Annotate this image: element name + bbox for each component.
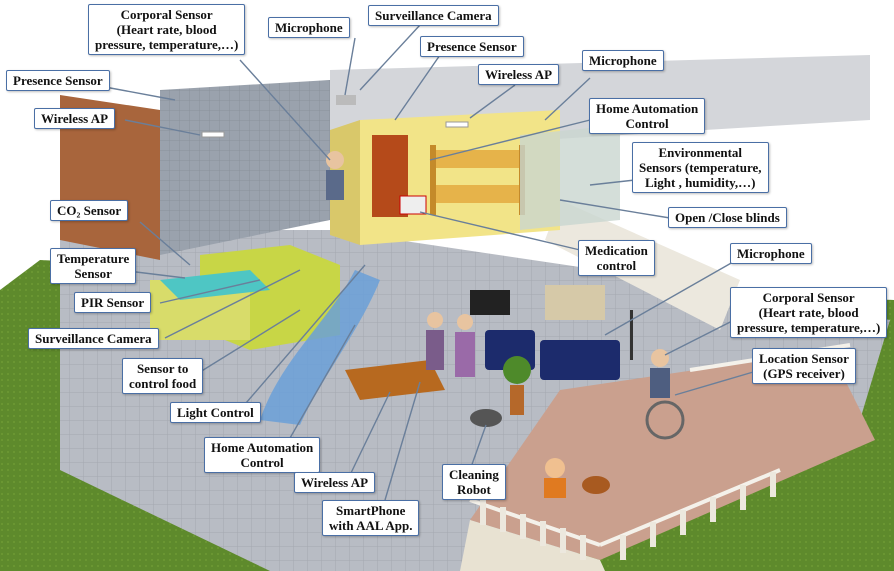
kitchen-worktop bbox=[160, 270, 270, 300]
environmental-sensors-callout: Environmental Sensors (temperature, Ligh… bbox=[632, 142, 769, 193]
callout-text: Presence Sensor bbox=[13, 73, 103, 88]
callout-line: Cleaning bbox=[449, 467, 499, 482]
lamp bbox=[630, 310, 633, 360]
dining-table bbox=[345, 360, 445, 400]
location-sensor-callout: Location Sensor (GPS receiver) bbox=[752, 348, 856, 384]
plant-pot bbox=[510, 385, 524, 415]
callout-line: Home Automation bbox=[596, 101, 699, 116]
bunk-bed bbox=[430, 145, 525, 215]
microphone-callout-top: Microphone bbox=[268, 17, 350, 38]
callout-line: Location Sensor bbox=[759, 351, 849, 366]
fireplace bbox=[545, 285, 605, 320]
temperature-sensor-callout: Temperature Sensor bbox=[50, 248, 137, 284]
callout-text: Wireless AP bbox=[41, 111, 109, 126]
callout-line: control food bbox=[129, 376, 197, 391]
bedroom-side-wall bbox=[330, 120, 360, 245]
callout-line: Environmental bbox=[658, 145, 743, 160]
callout-line: (Heart rate, blood bbox=[116, 22, 217, 37]
callout-line: Light , humidity,…) bbox=[644, 175, 756, 190]
open-close-blinds-callout: Open /Close blinds bbox=[668, 207, 787, 228]
callout-line: Home Automation bbox=[211, 440, 314, 455]
callout-line: Control bbox=[240, 455, 284, 470]
smartphone-callout: SmartPhone with AAL App. bbox=[322, 500, 420, 536]
ap-device-left bbox=[201, 131, 225, 138]
terrace-balusters bbox=[480, 472, 776, 560]
surveillance-camera-callout-top: Surveillance Camera bbox=[368, 5, 499, 26]
callout-line: Corporal Sensor bbox=[120, 7, 213, 22]
callout-line: Sensors (temperature, bbox=[639, 160, 762, 175]
callout-text: Microphone bbox=[737, 246, 805, 261]
wireless-ap-callout-top: Wireless AP bbox=[478, 64, 560, 85]
pir-sensor-callout: PIR Sensor bbox=[74, 292, 152, 313]
callout-text: Presence Sensor bbox=[427, 39, 517, 54]
callout-line: pressure, temperature,…) bbox=[737, 320, 881, 335]
callout-line: pressure, temperature,…) bbox=[95, 37, 239, 52]
callout-line: with AAL App. bbox=[329, 518, 413, 533]
home-automation-callout-bottom: Home Automation Control bbox=[204, 437, 321, 473]
cleaning-robot bbox=[470, 409, 502, 427]
callout-text: Microphone bbox=[589, 53, 657, 68]
callout-line: (GPS receiver) bbox=[763, 366, 845, 381]
cleaning-robot-callout: Cleaning Robot bbox=[442, 464, 506, 500]
callout-text: Surveillance Camera bbox=[375, 8, 492, 23]
sofas bbox=[485, 330, 620, 380]
people bbox=[326, 151, 685, 498]
presence-sensor-callout-mid: Presence Sensor bbox=[420, 36, 524, 57]
callout-line: Sensor to bbox=[136, 361, 189, 376]
callout-line: Control bbox=[625, 116, 669, 131]
corporal-sensor-callout-top: Corporal Sensor (Heart rate, blood press… bbox=[88, 4, 246, 55]
callout-line: (Heart rate, blood bbox=[758, 305, 859, 320]
microphone-callout-right-top: Microphone bbox=[582, 50, 664, 71]
medication-control-callout: Medication control bbox=[578, 240, 655, 276]
callout-text: Open /Close blinds bbox=[675, 210, 780, 225]
terrace bbox=[470, 350, 875, 560]
callout-line: Robot bbox=[456, 482, 491, 497]
leader-lines bbox=[104, 24, 761, 501]
callout-text: Wireless AP bbox=[301, 475, 369, 490]
callout-line: Corporal Sensor bbox=[762, 290, 855, 305]
ap-device-right bbox=[445, 121, 469, 128]
sensor-control-food-callout: Sensor to control food bbox=[122, 358, 204, 394]
callout-text: Surveillance Camera bbox=[35, 331, 152, 346]
callout-line: Temperature bbox=[57, 251, 130, 266]
terrace-edge bbox=[460, 520, 605, 571]
window bbox=[520, 125, 620, 230]
light-stream bbox=[260, 270, 380, 425]
co2-sensor-callout: CO₂ Sensor bbox=[50, 200, 129, 221]
home-automation-callout-top: Home Automation Control bbox=[589, 98, 706, 134]
callout-line: Sensor bbox=[74, 266, 112, 281]
callout-line: SmartPhone bbox=[336, 503, 406, 518]
tv bbox=[470, 290, 510, 315]
plant bbox=[503, 356, 531, 384]
wireless-ap-callout-left: Wireless AP bbox=[34, 108, 116, 129]
surveillance-camera-callout-left: Surveillance Camera bbox=[28, 328, 159, 349]
presence-sensor-callout-left: Presence Sensor bbox=[6, 70, 110, 91]
corporal-sensor-callout-right: Corporal Sensor (Heart rate, blood press… bbox=[730, 287, 888, 338]
bathroom-tiled-wall bbox=[160, 80, 330, 255]
camera-device bbox=[336, 95, 356, 105]
callout-text: PIR Sensor bbox=[81, 295, 145, 310]
wireless-ap-callout-bottom: Wireless AP bbox=[294, 472, 376, 493]
medicine-box bbox=[399, 195, 427, 215]
callout-text: Microphone bbox=[275, 20, 343, 35]
callout-text: Light Control bbox=[177, 405, 254, 420]
callout-line: Medication bbox=[585, 243, 648, 258]
callout-text: CO₂ Sensor bbox=[57, 203, 122, 218]
light-control-callout: Light Control bbox=[170, 402, 261, 423]
callout-line: control bbox=[596, 258, 637, 273]
callout-text: Wireless AP bbox=[485, 67, 553, 82]
microphone-callout-right: Microphone bbox=[730, 243, 812, 264]
